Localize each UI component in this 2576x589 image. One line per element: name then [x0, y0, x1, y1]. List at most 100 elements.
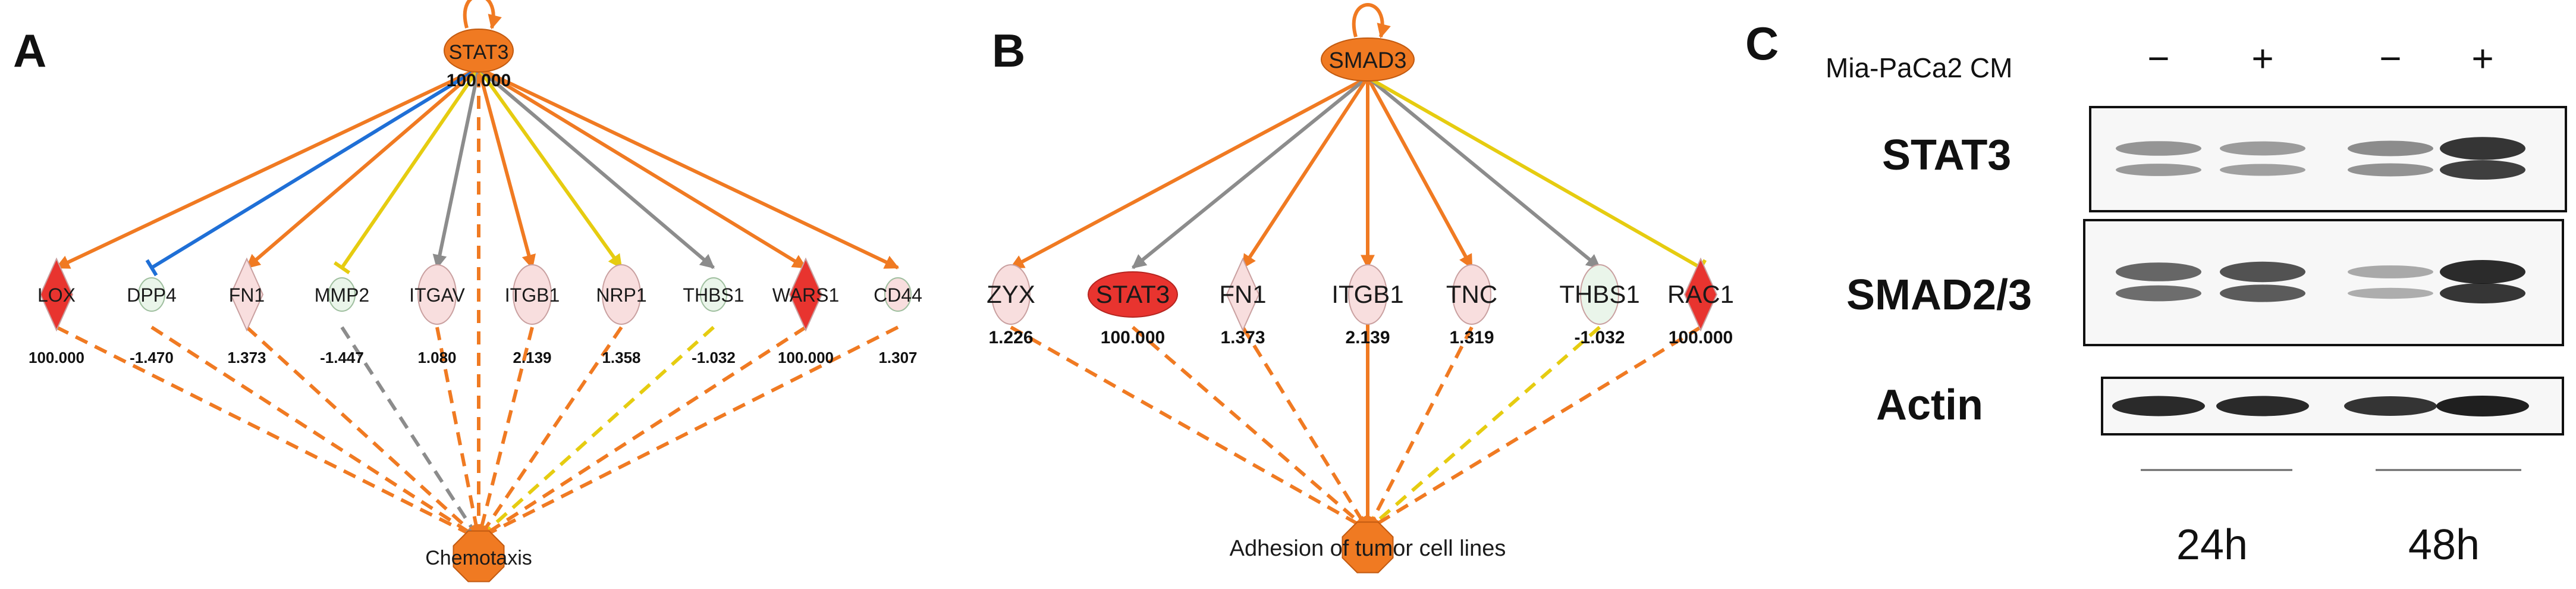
a-itgav-edge-out	[435, 327, 483, 540]
panel-c-western-blot: Mia-PaCa2 CM − + − + STAT3 SMAD2/3 Actin…	[1826, 37, 2567, 569]
a-dpp4-edge-out	[150, 325, 480, 540]
b-tnc-label: TNC	[1446, 280, 1497, 308]
b-zyx-edge-out	[1010, 325, 1369, 531]
b-zyx-label: ZYX	[987, 280, 1035, 308]
timepoint-24h: 24h	[2176, 521, 2248, 569]
b-fn1-value: 1.373	[1220, 328, 1265, 347]
band-actin-4	[2436, 396, 2529, 416]
blot-images	[2083, 106, 2567, 436]
band-stat3-1-upper	[2116, 141, 2201, 156]
b-thbs1-value: -1.032	[1574, 328, 1625, 347]
band-stat3-4-upper	[2440, 137, 2525, 160]
b-smad3-label: SMAD3	[1329, 48, 1407, 73]
b-stat3-edge-out	[1132, 325, 1369, 531]
a-cd44-node	[884, 277, 912, 312]
a-mmp2-edge-in	[333, 67, 480, 274]
b-rac1-edge-in	[1366, 76, 1707, 277]
a-wars1-label: WARS1	[772, 284, 840, 306]
b-thbs1-node	[1580, 264, 1619, 325]
a-lox-label: LOX	[37, 284, 76, 306]
band-stat3-2-lower	[2220, 164, 2305, 176]
b-rac1-value: 100.000	[1669, 328, 1733, 347]
a-itgb1-node	[513, 264, 552, 325]
b-stat3-edge-in	[1132, 76, 1369, 270]
timepoint-48h: 48h	[2408, 521, 2480, 569]
lane-sign-4: +	[2471, 37, 2493, 80]
a-thbs1-node	[700, 277, 727, 312]
a-thbs1-edge-out	[477, 325, 715, 540]
blot-label-actin: Actin	[1876, 381, 1983, 429]
band-smad23-4-upper	[2440, 260, 2525, 284]
b-zyx-value: 1.226	[988, 328, 1033, 347]
band-stat3-3-lower	[2348, 163, 2433, 177]
a-mmp2-label: MMP2	[315, 284, 369, 306]
b-thbs1-edge-out	[1366, 325, 1601, 531]
b-itgb1-label: ITGB1	[1331, 280, 1403, 308]
panel-a-network: STAT3100.000LOX100.000DPP4-1.470FN11.373…	[29, 0, 922, 582]
a-stat3-nodes: STAT3100.000LOX100.000DPP4-1.470FN11.373…	[29, 29, 922, 582]
b-adhesion-node	[1342, 521, 1394, 574]
b-itgb1-value: 2.139	[1345, 328, 1390, 347]
b-tnc-edge-out	[1366, 326, 1474, 531]
b-tnc-value: 1.319	[1449, 328, 1494, 347]
a-fn1-edge-in	[246, 67, 480, 270]
lane-sign-2: +	[2251, 37, 2273, 80]
b-stat3-label: STAT3	[1096, 280, 1170, 308]
b-zyx-edge-in	[1009, 76, 1369, 270]
b-rac1-node	[1683, 257, 1718, 332]
a-itgb1-edge-in	[477, 68, 536, 270]
a-cd44-label: CD44	[874, 284, 922, 306]
b-fn1-node	[1226, 257, 1260, 332]
a-chemotaxis-label: Chemotaxis	[425, 547, 532, 569]
band-smad23-2-upper	[2220, 261, 2305, 283]
a-itgav-value: 1.080	[417, 349, 456, 366]
a-cd44-value: 1.307	[878, 349, 917, 366]
a-wars1-edge-out	[477, 325, 807, 540]
a-dpp4-label: DPP4	[127, 284, 177, 306]
b-stat3-value: 100.000	[1101, 328, 1165, 347]
band-actin-1	[2112, 396, 2205, 416]
band-smad23-1-upper	[2116, 262, 2201, 281]
a-fn1-value: 1.373	[227, 349, 266, 366]
panel-b-letter: B	[992, 24, 1025, 77]
a-lox-edge-in	[55, 67, 480, 270]
a-itgb1-label: ITGB1	[505, 284, 560, 306]
a-stat3-label: STAT3	[449, 41, 509, 64]
blot-label-smad23: SMAD2/3	[1846, 271, 2032, 319]
band-smad23-2-lower	[2220, 284, 2305, 302]
a-wars1-node	[788, 257, 823, 332]
a-dpp4-value: -1.470	[130, 349, 174, 366]
b-rac1-label: RAC1	[1667, 280, 1734, 308]
a-thbs1-label: THBS1	[683, 284, 744, 306]
lane-sign-1: −	[2147, 37, 2169, 80]
a-itgb1-edge-out	[475, 327, 534, 540]
a-lox-edge-out	[55, 325, 480, 540]
b-zyx-node	[991, 264, 1031, 325]
band-smad23-1-lower	[2116, 285, 2201, 302]
a-stat3-value: 100.000	[447, 71, 511, 90]
b-rac1-edge-out	[1366, 325, 1702, 531]
band-stat3-4-lower	[2440, 160, 2525, 180]
a-fn1-edge-out	[245, 325, 480, 540]
b-fn1-edge-out	[1241, 326, 1369, 531]
a-chemotaxis-node	[453, 530, 505, 582]
b-itgb1-node	[1348, 264, 1387, 325]
a-cd44-edge-in	[477, 67, 900, 270]
a-wars1-edge-in	[477, 67, 808, 270]
a-fn1-label: FN1	[229, 284, 265, 306]
a-wars1-value: 100.000	[778, 349, 834, 366]
b-fn1-label: FN1	[1219, 280, 1266, 308]
a-nrp1-label: NRP1	[596, 284, 646, 306]
lane-sign-3: −	[2379, 37, 2401, 80]
band-actin-3	[2344, 396, 2437, 416]
b-fn1-edge-in	[1241, 76, 1369, 270]
b-tnc-edge-in	[1366, 76, 1474, 270]
b-smad3-node	[1321, 37, 1415, 82]
b-adhesion-label: Adhesion of tumor cell lines	[1230, 536, 1506, 561]
b-smad3-edges	[1009, 3, 1707, 531]
blot-label-stat3: STAT3	[1882, 131, 2011, 179]
a-stat3-node	[444, 29, 514, 73]
